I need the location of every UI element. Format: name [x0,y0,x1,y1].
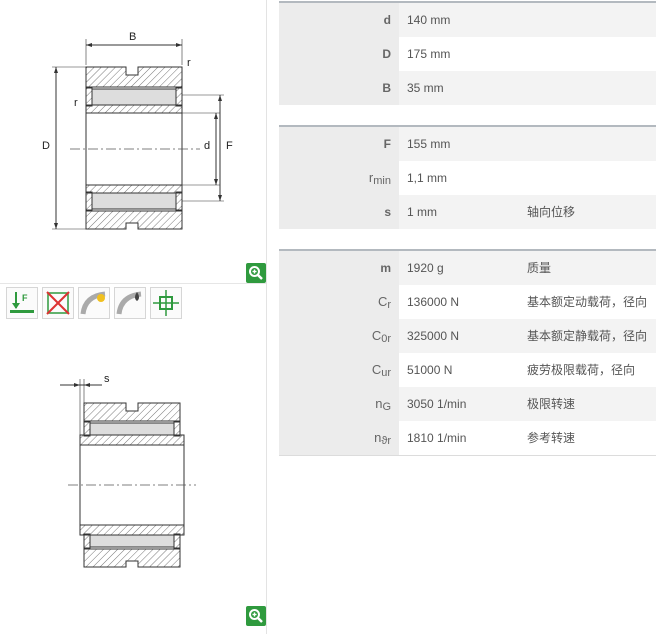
param-key: nϑr [279,421,399,455]
param-desc: 基本额定静载荷，径向 [527,329,648,343]
zoom-icon [249,609,263,623]
table-row: rmin 1,1 mm [279,161,656,195]
param-key: B [279,71,399,105]
param-key: rmin [279,161,399,195]
svg-text:F: F [22,293,28,303]
param-value: 1,1 mm [407,171,448,185]
table-row: F 155 mm [279,127,656,161]
param-value: 35 mm [407,81,444,95]
param-desc: 质量 [527,261,552,275]
table-row: nG 3050 1/min 极限转速 [279,387,656,421]
param-key: F [279,127,399,161]
param-value: 1920 g [407,261,444,275]
param-value: 136000 N [407,295,460,309]
table-row: D 175 mm [279,37,656,71]
drawing-panel: B r r D d F F [0,0,266,634]
dim-s: s [104,373,110,385]
table-row: s 1 mm 轴向位移 [279,195,656,229]
dim-B: B [129,31,136,43]
table-row: B 35 mm [279,71,656,105]
dim-d: d [204,140,210,152]
performance-table: m 1920 g 质量 Cr 136000 N 基本额定动载荷，径向 C0r 3… [279,249,656,456]
param-key: Cr [279,285,399,319]
param-value: 175 mm [407,47,451,61]
table-row: Cur 51000 N 疲劳极限载荷，径向 [279,353,656,387]
dim-F: F [226,140,233,152]
param-desc: 参考转速 [527,431,576,445]
param-value: 51000 N [407,363,453,377]
lubrication-icon [78,287,110,319]
bearing-drawing-main: B r r D d F [42,31,233,230]
param-desc: 极限转速 [527,397,576,411]
param-key: s [279,195,399,229]
dim-r-left: r [74,97,78,109]
param-key: m [279,251,399,285]
param-desc: 基本额定动载荷，径向 [527,295,648,309]
dim-D: D [42,140,50,152]
param-key: C0r [279,319,399,353]
dimensions-table: d 140 mm D 175 mm B 35 mm [279,1,656,105]
table-row: Cr 136000 N 基本额定动载荷，径向 [279,285,656,319]
no-axial-load-icon [42,287,74,319]
alignment-icon [150,287,182,319]
zoom-button-2[interactable] [246,606,266,626]
table-row: C0r 325000 N 基本额定静载荷，径向 [279,319,656,353]
param-key: d [279,3,399,37]
param-value: 1810 1/min [407,431,467,445]
table-row: nϑr 1810 1/min 参考转速 [279,421,656,455]
table-row: d 140 mm [279,3,656,37]
mounting-table: F 155 mm rmin 1,1 mm s 1 mm 轴向位移 [279,125,656,229]
zoom-icon [249,266,263,280]
dim-r-top: r [187,57,191,69]
fixed-bearing-icon: F [6,287,38,319]
param-key: Cur [279,353,399,387]
oil-icon [114,287,146,319]
table-row: m 1920 g 质量 [279,251,656,285]
param-value: 155 mm [407,137,451,151]
param-value: 325000 N [407,329,460,343]
param-key: nG [279,387,399,421]
param-key: D [279,37,399,71]
param-desc: 疲劳极限载荷，径向 [527,363,636,377]
param-value: 1 mm [407,205,437,219]
param-value: 140 mm [407,13,451,27]
zoom-button-1[interactable] [246,263,266,283]
param-desc: 轴向位移 [527,205,576,219]
bearing-drawing-inner-ring: s [60,373,196,568]
param-value: 3050 1/min [407,397,467,411]
